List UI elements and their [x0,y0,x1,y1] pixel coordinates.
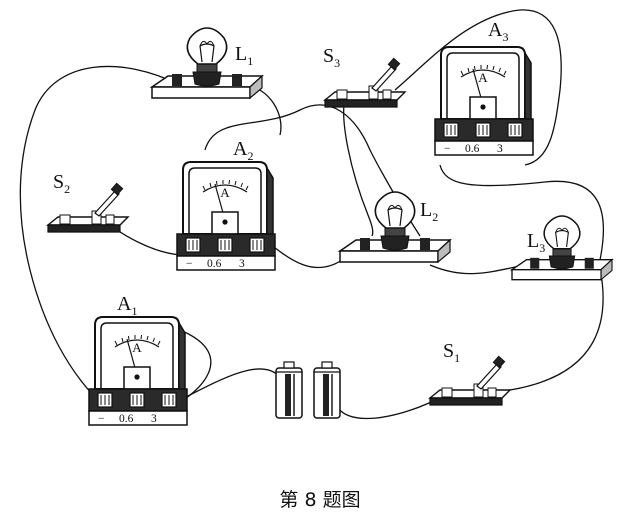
lamp-l2 [339,191,451,263]
a1-terminal-3: 3 [151,413,157,425]
a2-terminal-neg: − [186,258,193,270]
label-s3: S3 [323,45,340,70]
a2-dial-label: A [220,185,230,200]
figure-caption: 第 8 题图 [279,489,360,511]
a1-terminal-neg: − [98,413,105,425]
a3-terminal-3: 3 [497,143,503,155]
battery [276,362,340,418]
a3-dial-label: A [478,70,488,85]
label-a3: A3 [488,19,508,44]
ammeter-a2 [176,161,276,271]
a2-terminal-06: 0.6 [207,258,222,270]
label-a2: A2 [233,138,253,163]
label-s2: S2 [53,171,70,196]
ammeter-a1 [88,316,188,426]
a3-terminal-06: 0.6 [465,143,480,155]
label-l3: L3 [527,230,545,255]
a2-terminal-3: 3 [239,258,245,270]
label-l1: L1 [235,43,253,68]
ammeter-a3 [434,46,534,156]
a1-terminal-06: 0.6 [119,413,134,425]
a3-terminal-neg: − [444,143,451,155]
a1-dial-label: A [132,340,142,355]
label-l2: L2 [420,199,438,224]
switch-s1 [429,355,511,406]
label-a1: A1 [117,293,137,318]
label-s1: S1 [443,340,460,365]
